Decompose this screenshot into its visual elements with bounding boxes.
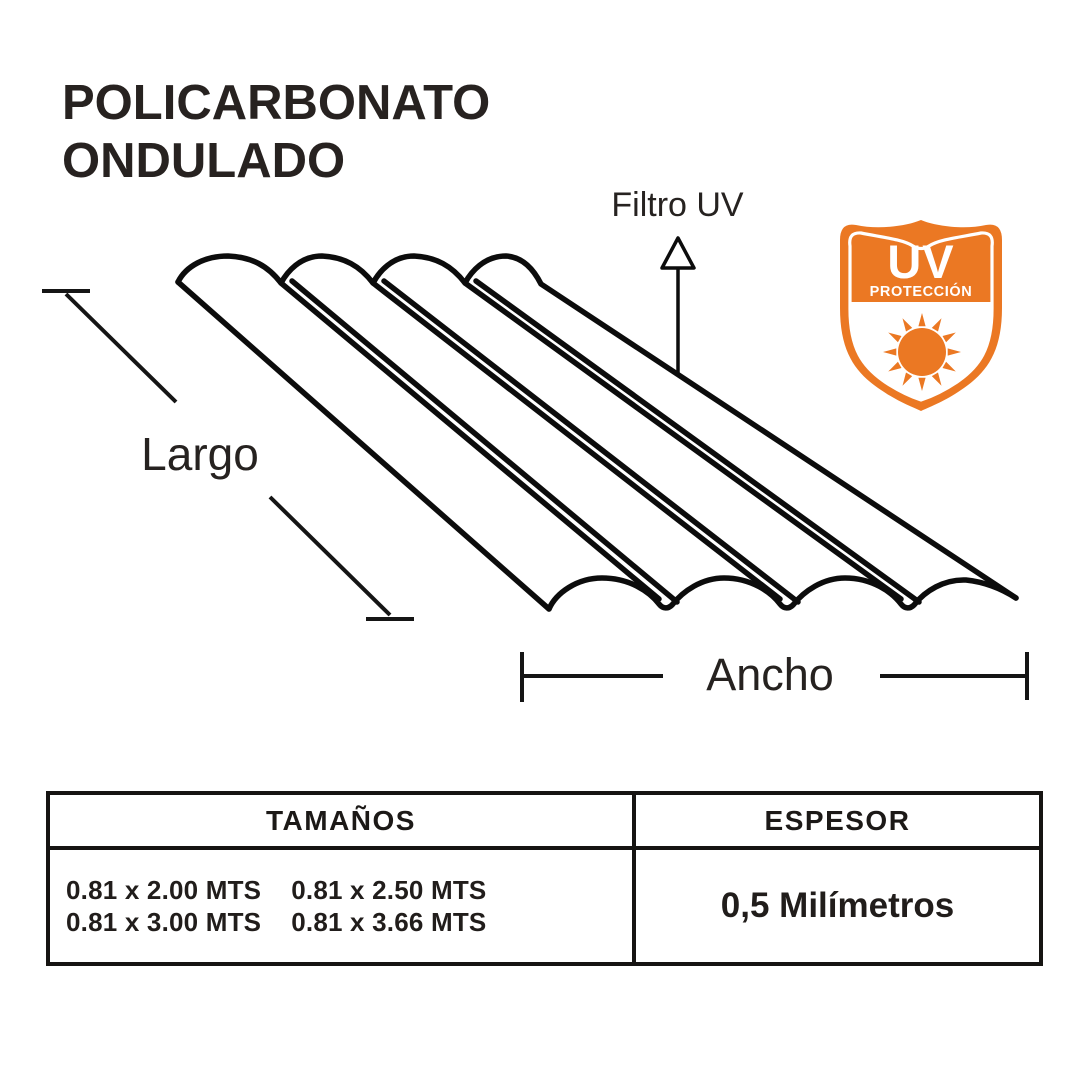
- ridge-line: [370, 280, 783, 602]
- thickness-value: 0,5 Milímetros: [720, 886, 955, 925]
- sun-disc: [898, 328, 946, 376]
- badge-uv-text: UV: [887, 235, 954, 288]
- uv-filter-label: Filtro UV: [611, 186, 744, 224]
- table-header-thickness: ESPESOR: [636, 795, 1039, 850]
- ridge-line: [278, 280, 662, 602]
- sizes-list: 0.81 x 2.00 MTS 0.81 x 2.50 MTS 0.81 x 3…: [50, 874, 632, 938]
- size-item: 0.81 x 3.00 MTS: [66, 907, 262, 937]
- ridge-line: [381, 278, 801, 605]
- ridge-line: [462, 280, 904, 602]
- largo-dimension-line: [42, 289, 414, 621]
- ridge-line: [473, 278, 922, 605]
- sheet-left-edge: [175, 279, 552, 612]
- largo-segment-top: [64, 292, 178, 404]
- size-item: 0.81 x 2.50 MTS: [291, 875, 487, 905]
- sun-icon: [883, 313, 961, 391]
- table-cell-sizes: 0.81 x 2.00 MTS 0.81 x 2.50 MTS 0.81 x 3…: [50, 850, 636, 962]
- size-item: 0.81 x 3.66 MTS: [291, 907, 487, 937]
- sheet-bottom-edge: [546, 575, 1019, 612]
- shield-inner-outline: [848, 231, 994, 402]
- uv-filter-arrow: [660, 236, 696, 376]
- largo-segment-bottom: [268, 495, 392, 617]
- title-line-2: ONDULADO: [62, 134, 346, 188]
- badge-proteccion-text: PROTECCIÓN: [870, 282, 973, 300]
- length-label: Largo: [141, 428, 259, 480]
- arrow-head-icon: [660, 236, 696, 270]
- page-title: POLICARBONATO ONDULADO: [62, 74, 490, 190]
- table-header-sizes: TAMAÑOS: [50, 795, 636, 850]
- uv-protection-badge: UV PROTECCIÓN: [830, 215, 1013, 413]
- sheet-line-art: [175, 253, 1019, 612]
- spec-table: TAMAÑOS ESPESOR 0.81 x 2.00 MTS 0.81 x 2…: [46, 791, 1043, 966]
- title-line-1: POLICARBONATO: [62, 76, 491, 130]
- ridge-line: [289, 278, 680, 605]
- ancho-dimension-line: [520, 652, 1029, 702]
- table-cell-thickness: 0,5 Milímetros: [636, 850, 1039, 962]
- size-item: 0.81 x 2.00 MTS: [66, 875, 262, 905]
- shield-icon: UV PROTECCIÓN: [840, 220, 1002, 411]
- width-label: Ancho: [706, 649, 834, 700]
